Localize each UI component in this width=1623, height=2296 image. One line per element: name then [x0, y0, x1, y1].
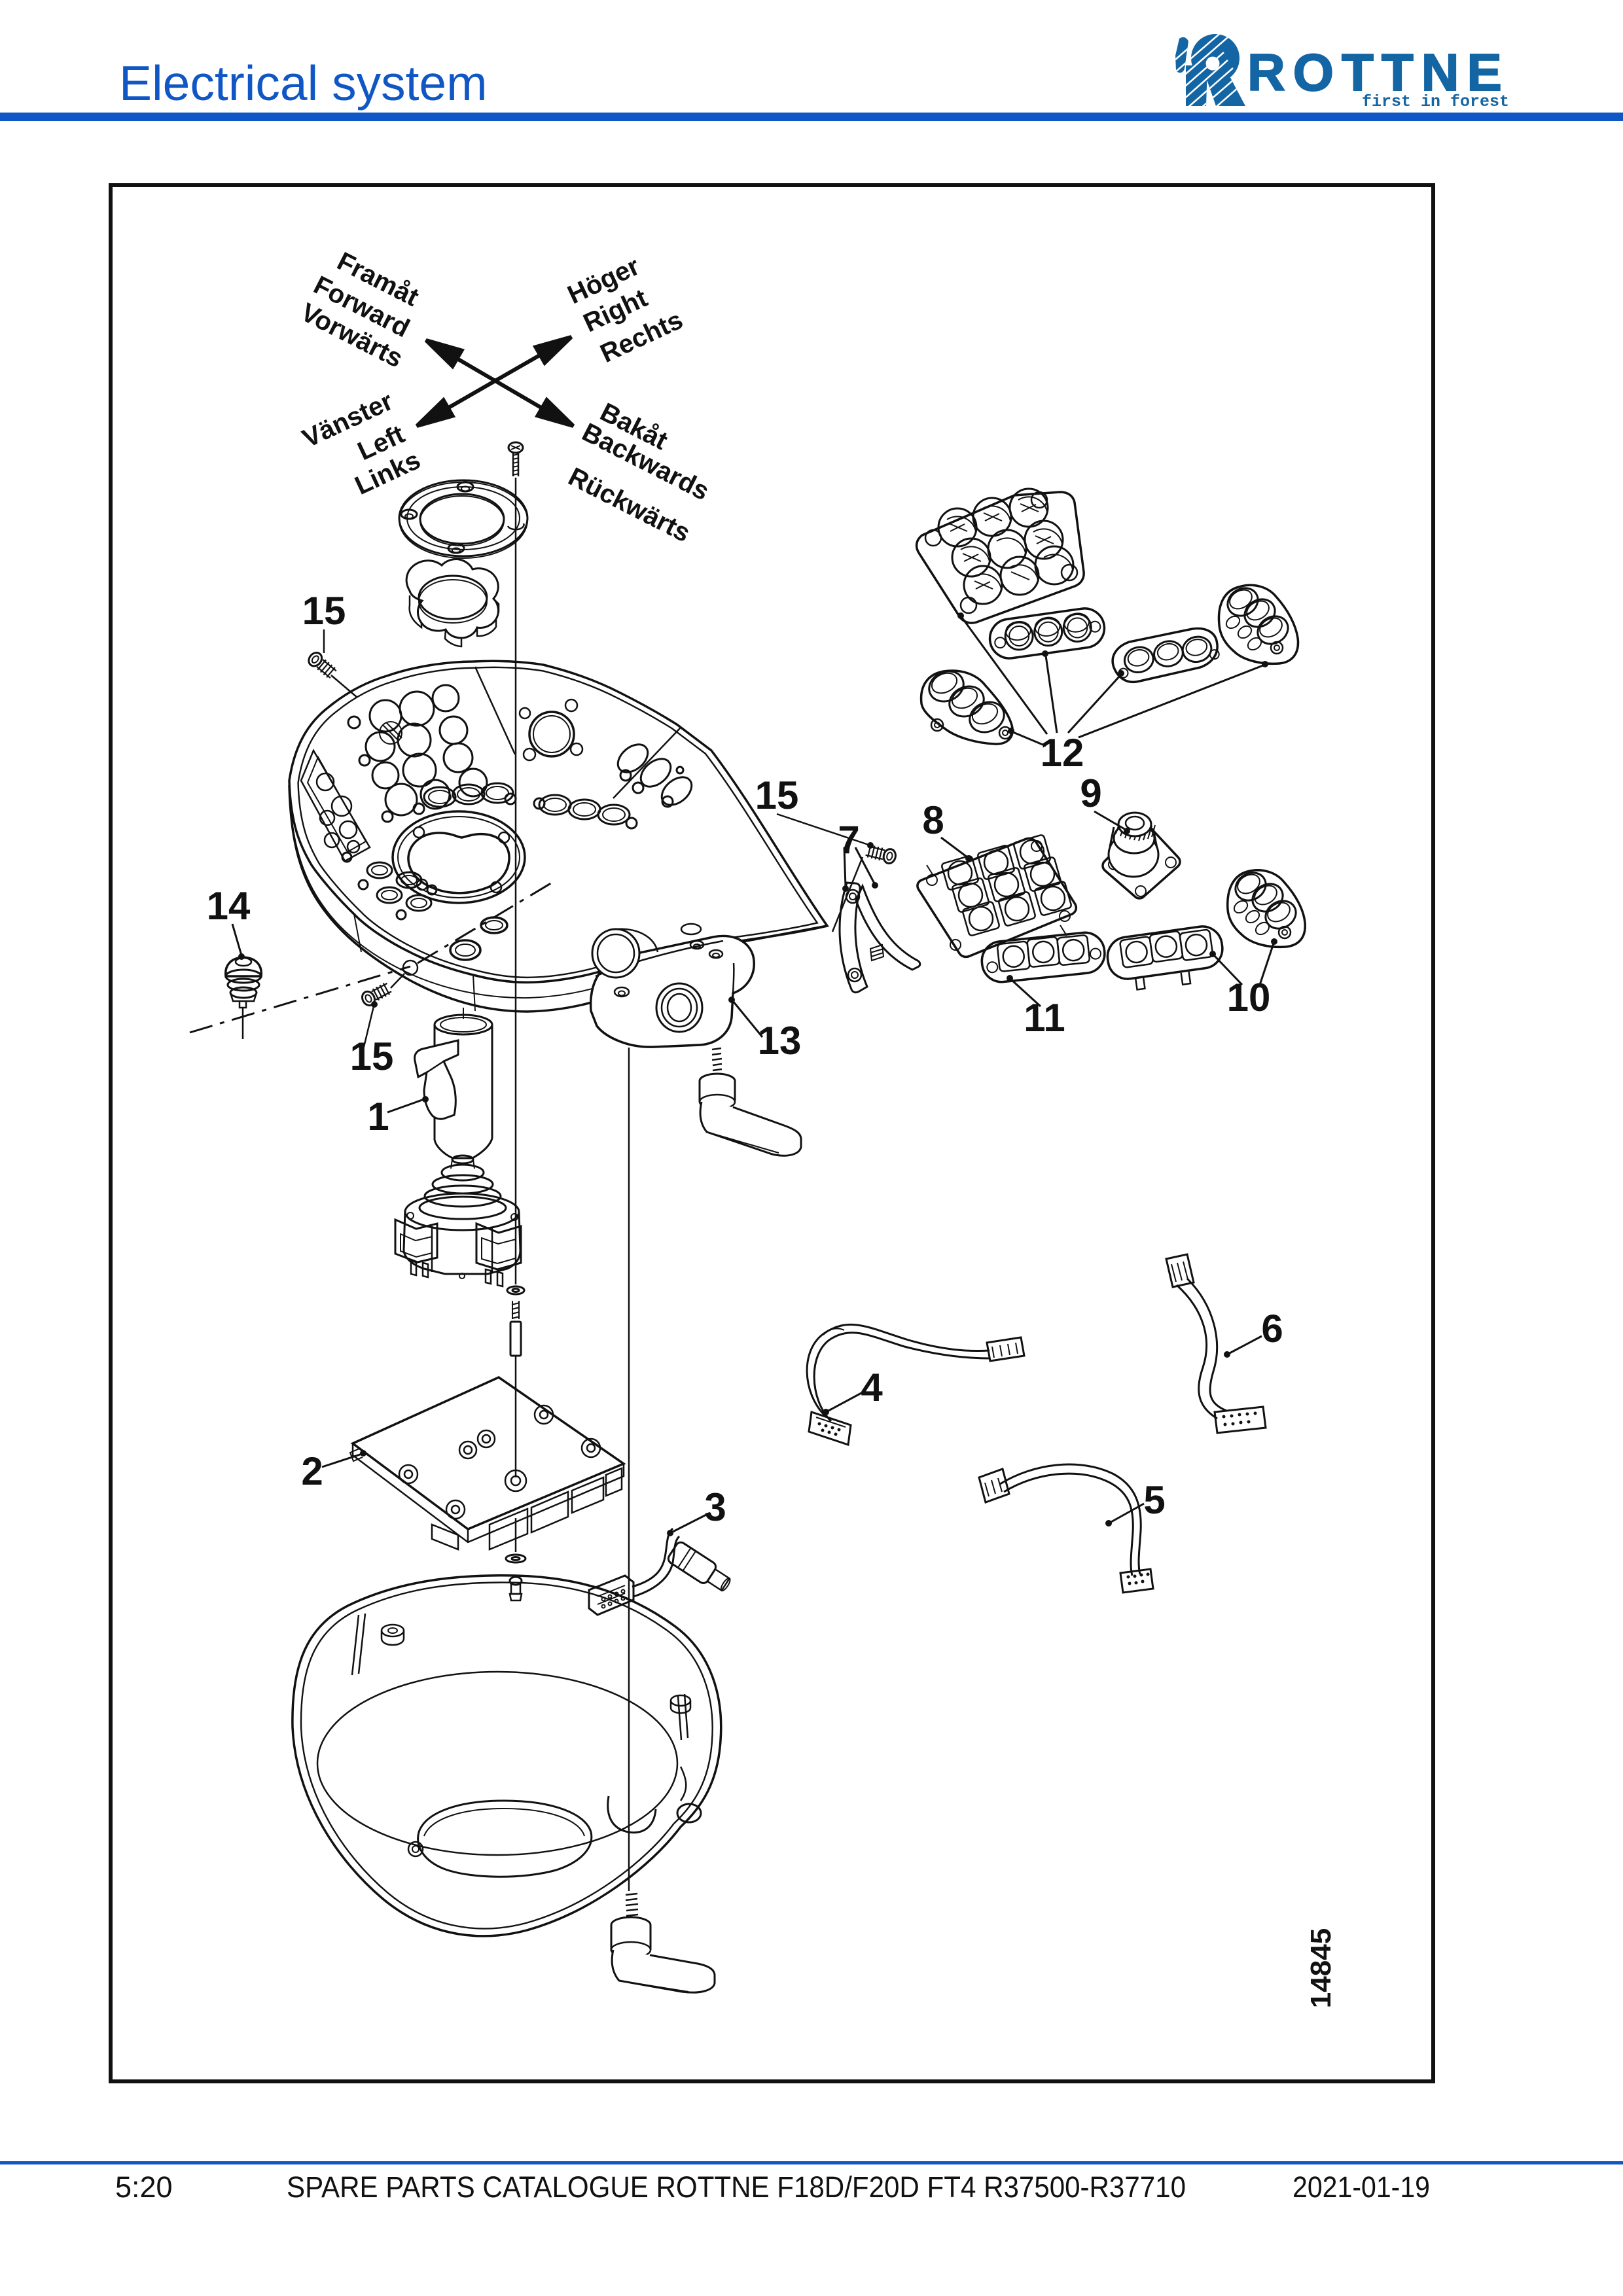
- svg-text:first in forest: first in forest: [1362, 92, 1509, 111]
- svg-text:13: 13: [758, 1019, 802, 1063]
- svg-text:6: 6: [1261, 1307, 1283, 1351]
- svg-text:14: 14: [207, 884, 251, 928]
- svg-text:15: 15: [302, 589, 346, 633]
- svg-text:4: 4: [861, 1366, 883, 1409]
- svg-text:5: 5: [1143, 1478, 1165, 1522]
- svg-text:8: 8: [922, 798, 944, 842]
- svg-text:15: 15: [755, 773, 799, 817]
- svg-text:2021-01-19: 2021-01-19: [1293, 2170, 1430, 2204]
- svg-text:9: 9: [1080, 771, 1101, 815]
- svg-text:1: 1: [367, 1095, 389, 1139]
- svg-text:11: 11: [1024, 996, 1065, 1040]
- svg-text:SPARE PARTS CATALOGUE ROTTNE F: SPARE PARTS CATALOGUE ROTTNE F18D/F20D F…: [287, 2170, 1186, 2204]
- svg-text:12: 12: [1041, 731, 1084, 775]
- svg-text:7: 7: [838, 818, 859, 862]
- svg-text:2: 2: [301, 1449, 323, 1493]
- svg-text:Electrical system: Electrical system: [119, 56, 488, 111]
- svg-text:ROTTNE: ROTTNE: [1247, 43, 1510, 101]
- svg-text:15: 15: [350, 1034, 394, 1078]
- svg-text:5:20: 5:20: [115, 2170, 173, 2204]
- svg-text:14845: 14845: [1305, 1928, 1337, 2008]
- svg-text:10: 10: [1227, 976, 1271, 1019]
- svg-text:3: 3: [704, 1485, 726, 1529]
